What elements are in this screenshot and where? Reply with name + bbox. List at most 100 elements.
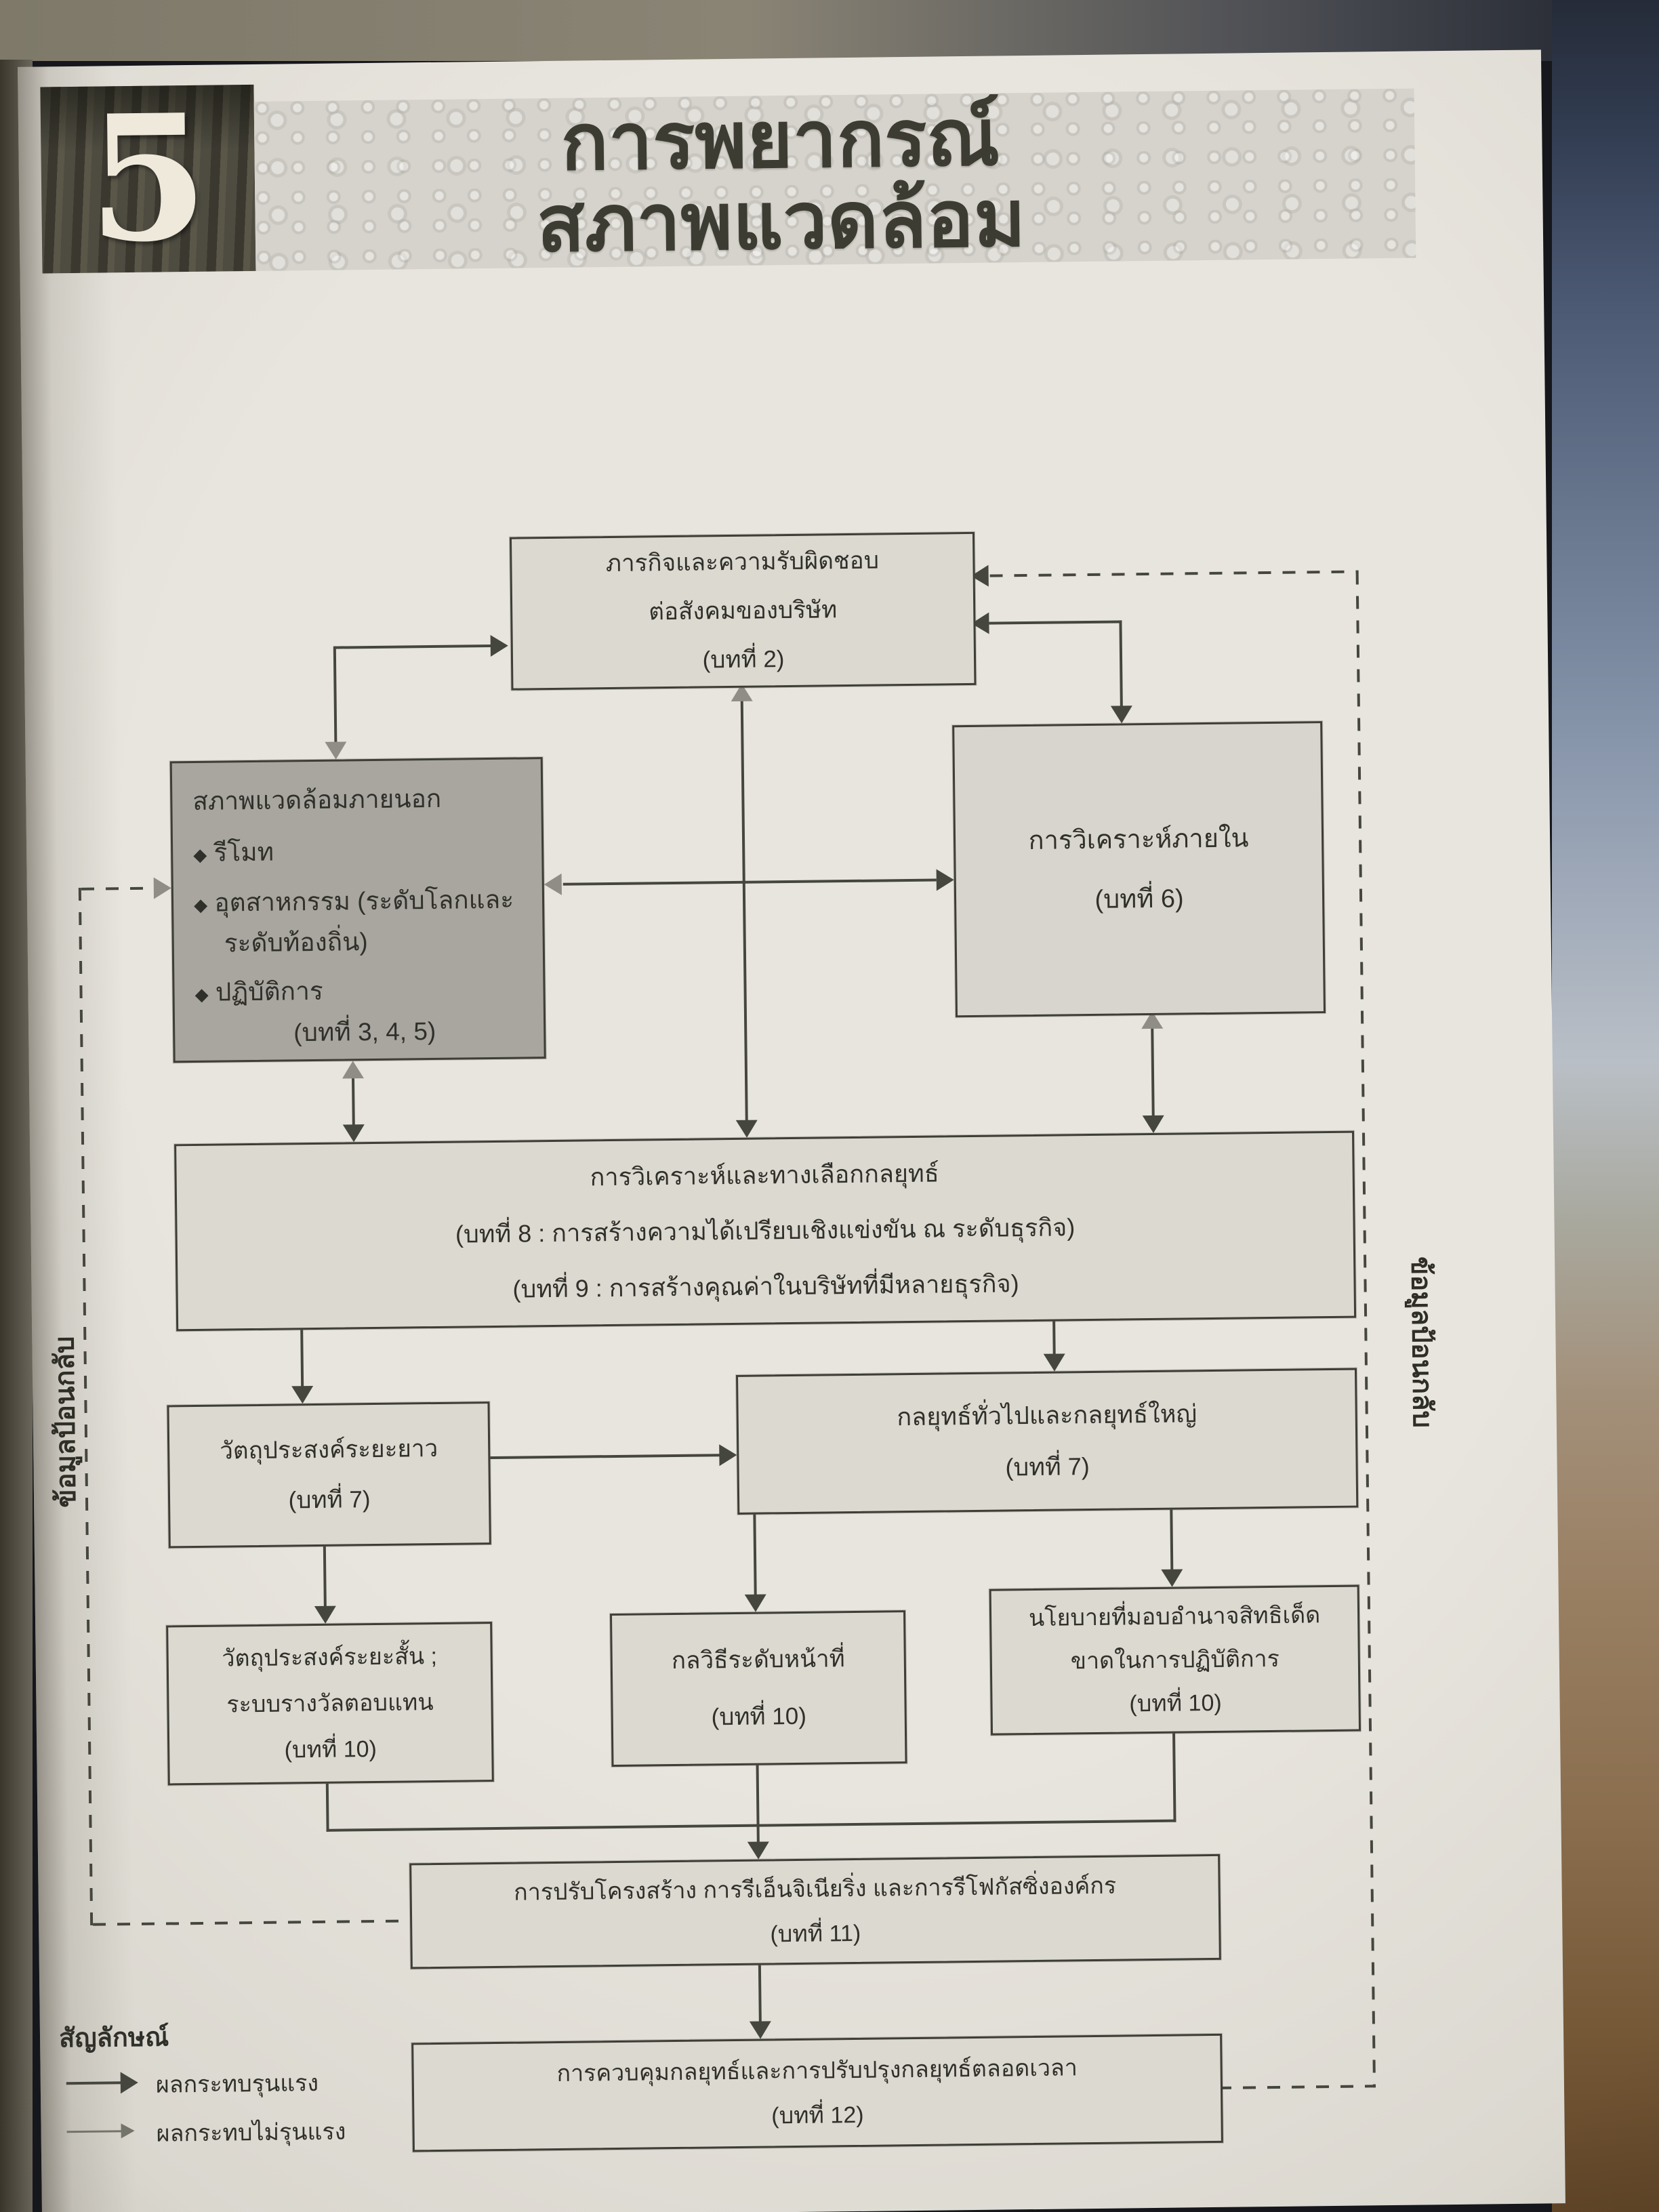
arrow-right-icon xyxy=(153,877,171,899)
box-line: (บทที่ 12) xyxy=(771,2102,864,2129)
connector-mission-strategic xyxy=(740,699,748,1122)
connector-feedback-left-top xyxy=(81,886,154,890)
box-mission-ch2: ภารกิจและความรับผิดชอบ ต่อสังคมของบริษัท… xyxy=(509,531,977,691)
legend-strong-arrow-icon xyxy=(120,2072,138,2094)
connector-external-to-mission xyxy=(334,644,492,649)
connector-longterm-shortterm xyxy=(323,1542,327,1607)
box-title: สภาพแวดล้อมภายนอก xyxy=(192,784,442,815)
feedback-label-right: ข้อมูลป้อนกลับ xyxy=(1406,1256,1437,1429)
box-line: ภารกิจและความรับผิดชอบ xyxy=(605,547,880,577)
arrow-down-icon xyxy=(1142,1115,1164,1134)
connector-merge-horizontal xyxy=(326,1819,1176,1832)
connector-external-internal xyxy=(562,878,937,886)
connector-grand-policies xyxy=(1170,1505,1174,1571)
box-line: (บทที่ 7) xyxy=(288,1486,371,1513)
box-line: (บทที่ 7) xyxy=(1005,1452,1090,1481)
diamond-bullet-icon: ◆ xyxy=(194,984,209,1005)
arrow-down-icon xyxy=(325,741,347,760)
connector-internal-strategic xyxy=(1151,1027,1155,1117)
box-chapter: (บทที่ 3, 4, 5) xyxy=(293,1017,436,1046)
legend-weak-arrow-line xyxy=(66,2130,124,2133)
connector-external-to-mission-drop xyxy=(333,646,337,743)
connector-feedback-left-bottom xyxy=(93,1919,411,1926)
connector-functional-restructuring xyxy=(756,1761,760,1843)
feedback-label-left: ข้อมูลป้อนกลับ xyxy=(49,1336,82,1508)
connector-longterm-grand xyxy=(486,1454,721,1460)
legend-weak-label: ผลกระทบไม่รุนแรง xyxy=(156,2118,346,2147)
connector-mission-to-internal-drop xyxy=(1119,620,1123,708)
chapter-title-line2: สภาพแวดล้อม xyxy=(536,173,1027,268)
connector-feedback-left-vertical xyxy=(78,887,94,1926)
arrow-down-icon xyxy=(747,1841,770,1860)
arrow-left-icon xyxy=(544,873,562,896)
box-restructuring-ch11: การปรับโครงสร้าง การรีเอ็นจิเนียริ่ง และ… xyxy=(409,1853,1221,1969)
chapter-number-panel: 5 xyxy=(40,77,256,281)
arrow-down-icon xyxy=(314,1605,337,1624)
legend-title: สัญลักษณ์ xyxy=(58,2023,169,2053)
box-internal-analysis-ch6: การวิเคราะห์ภายใน (บทที่ 6) xyxy=(952,721,1326,1018)
box-line: วัตถุประสงค์ระยะสั้น ; xyxy=(222,1643,438,1672)
box-line: วัตถุประสงค์ระยะยาว xyxy=(220,1435,438,1465)
box-line: ระบบรางวัลตอบแทน xyxy=(226,1689,434,1718)
diamond-bullet-icon: ◆ xyxy=(193,895,208,916)
arrow-down-icon xyxy=(342,1124,365,1143)
box-line: ขาดในการปฏิบัติการ xyxy=(1070,1645,1280,1675)
connector-feedback-right-bottom xyxy=(1218,2085,1376,2089)
box-line: กลวิธีระดับหน้าที่ xyxy=(671,1645,845,1675)
box-line: (บทที่ 10) xyxy=(1129,1689,1222,1717)
connector-policies-merge xyxy=(1172,1729,1176,1822)
connector-shortterm-merge xyxy=(325,1779,329,1832)
diamond-bullet-icon: ◆ xyxy=(193,844,207,865)
box-line: นโยบายที่มอบอำนาจสิทธิเด็ด xyxy=(1028,1602,1321,1632)
connector-restructuring-control xyxy=(758,1961,762,2023)
arrow-right-icon xyxy=(936,869,954,891)
arrow-right-icon xyxy=(490,634,508,657)
arrow-down-icon xyxy=(291,1386,314,1404)
connector-grand-functional xyxy=(753,1510,757,1596)
box-line: (บทที่ 6) xyxy=(1094,884,1184,914)
arrow-down-icon xyxy=(1043,1353,1065,1372)
bullet-text: รีโมท xyxy=(213,838,274,867)
arrow-down-icon xyxy=(735,1120,758,1138)
bullet-continuation: ระดับท้องถิ่น) xyxy=(224,928,368,958)
box-strategic-control-ch12: การควบคุมกลยุทธ์และการปรับปรุงกลยุทธ์ตลอ… xyxy=(411,2033,1223,2152)
box-generic-grand-strategies-ch7: กลยุทธ์ทั่วไปและกลยุทธ์ใหญ่ (บทที่ 7) xyxy=(736,1368,1359,1515)
arrow-up-icon xyxy=(342,1061,365,1079)
bullet-text: อุตสาหกรรม (ระดับโลกและ xyxy=(214,885,514,917)
legend-strong-label: ผลกระทบรุนแรง xyxy=(155,2070,319,2098)
box-strategic-analysis-ch89: การวิเคราะห์และทางเลือกกลยุทธ์ (บทที่ 8 … xyxy=(174,1130,1357,1332)
legend-weak-arrow-icon xyxy=(121,2123,135,2139)
chapter-title-line1: การพยากรณ์ xyxy=(560,93,1000,186)
legend-strong-arrow-line xyxy=(66,2081,123,2085)
bullet-text: ปฏิบัติการ xyxy=(215,977,323,1007)
connector-strategic-longterm xyxy=(300,1326,304,1388)
box-line: การวิเคราะห์ภายใน xyxy=(1028,823,1249,855)
connector-feedback-into-mission xyxy=(989,570,1359,577)
bullet-item: ◆ อุตสาหกรรม (ระดับโลกและ xyxy=(194,880,533,925)
bullet-item: ◆ ปฏิบัติการ xyxy=(194,970,534,1015)
arrow-down-icon xyxy=(1110,705,1133,724)
box-line: ต่อสังคมของบริษัท xyxy=(649,596,838,626)
arrow-down-icon xyxy=(1161,1569,1183,1587)
box-empowerment-policies-ch10: นโยบายที่มอบอำนาจสิทธิเด็ด ขาดในการปฏิบั… xyxy=(989,1584,1361,1736)
connector-strategic-grand xyxy=(1052,1317,1056,1355)
box-functional-tactics-ch10: กลวิธีระดับหน้าที่ (บทที่ 10) xyxy=(609,1610,907,1767)
box-line: (บทที่ 2) xyxy=(702,646,785,674)
connector-mission-to-internal xyxy=(989,620,1122,625)
chapter-title-banner: การพยากรณ์ สภาพแวดล้อม xyxy=(253,88,1416,271)
bullet-item: ◆ รีโมท xyxy=(193,830,533,874)
photo-background-right xyxy=(1552,0,1659,2212)
chapter-number: 5 xyxy=(87,77,209,281)
book-page: 5 การพยากรณ์ สภาพแวดล้อม xyxy=(18,49,1565,2212)
box-line: (บทที่ 10) xyxy=(284,1736,377,1763)
box-line: กลยุทธ์ทั่วไปและกลยุทธ์ใหญ่ xyxy=(897,1399,1197,1431)
box-external-environment-ch345: สภาพแวดล้อมภายนอก ◆ รีโมท ◆ อุตสาหกรรม (… xyxy=(169,757,546,1063)
box-long-term-objectives-ch7: วัตถุประสงค์ระยะยาว (บทที่ 7) xyxy=(167,1401,491,1549)
box-short-term-objectives-ch10: วัตถุประสงค์ระยะสั้น ; ระบบรางวัลตอบแทน … xyxy=(166,1622,494,1786)
connector-external-strategic xyxy=(351,1077,355,1126)
arrow-down-icon xyxy=(749,2021,772,2039)
box-line: (บทที่ 10) xyxy=(711,1702,807,1731)
arrow-down-icon xyxy=(744,1594,766,1612)
box-line: (บทที่ 11) xyxy=(770,1920,861,1948)
